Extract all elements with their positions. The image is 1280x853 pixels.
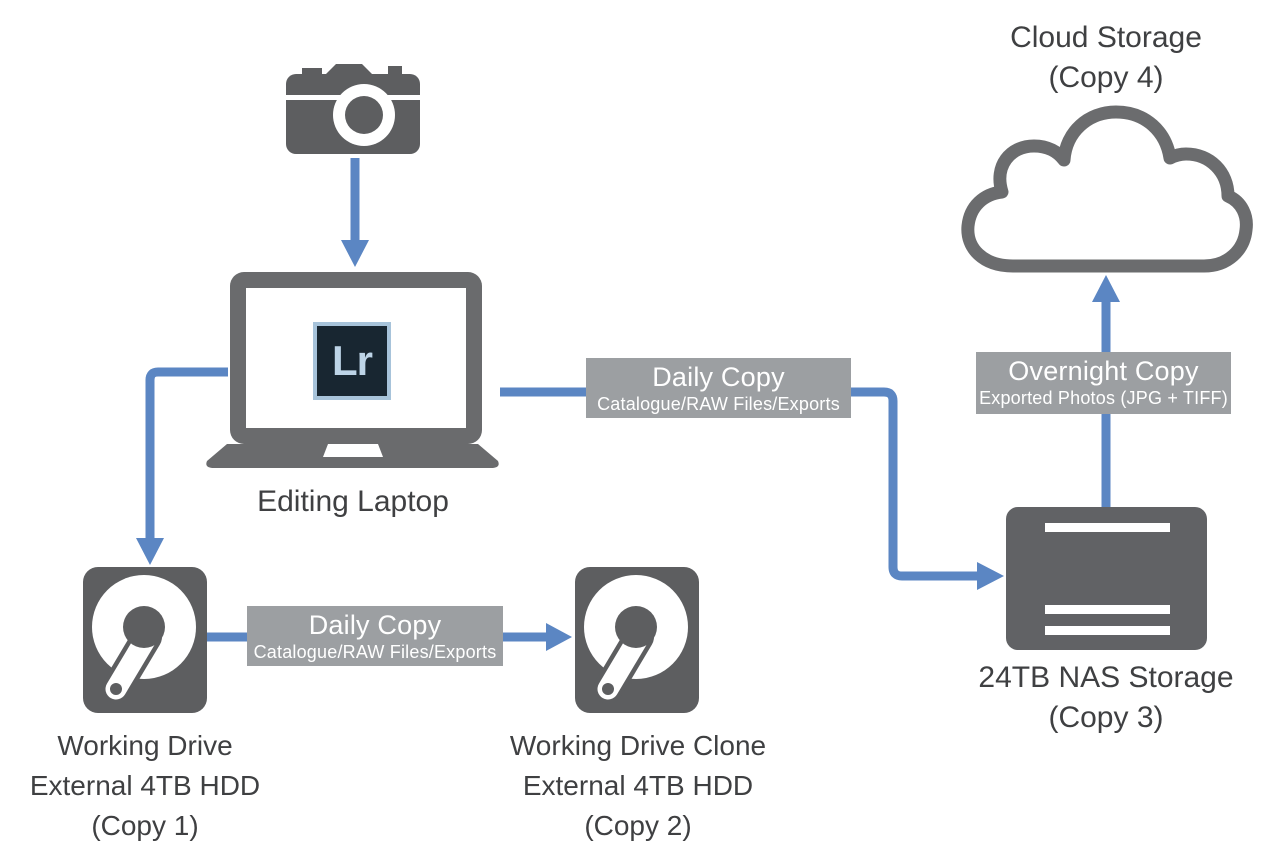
working-drive-clone-caption-line2: External 4TB HDD bbox=[522, 770, 754, 801]
lightroom-icon: Lr bbox=[313, 322, 391, 400]
arrow-laptop-to-nas bbox=[500, 387, 1004, 590]
working-drive-clone-caption-line3: (Copy 2) bbox=[584, 810, 692, 841]
edge-label-laptop-to-nas: Daily Copy Catalogue/RAW Files/Exports bbox=[586, 358, 851, 418]
nas-caption-line2: (Copy 3) bbox=[1048, 701, 1164, 734]
edge-label-drive-to-clone-title: Daily Copy bbox=[308, 610, 442, 640]
arrow-camera-to-laptop bbox=[341, 158, 369, 267]
laptop-icon bbox=[206, 272, 499, 468]
edge-label-drive-to-clone-subtitle: Catalogue/RAW Files/Exports bbox=[253, 642, 497, 662]
camera-icon bbox=[286, 64, 420, 154]
edge-label-nas-to-cloud-title: Overnight Copy bbox=[1008, 356, 1199, 386]
laptop-caption-line: Editing Laptop bbox=[257, 485, 449, 518]
working-drive-caption-line3: (Copy 1) bbox=[91, 810, 199, 841]
edge-label-drive-to-clone: Daily Copy Catalogue/RAW Files/Exports bbox=[247, 606, 503, 666]
working-drive-clone-caption-line1: Working Drive Clone bbox=[509, 730, 767, 761]
edge-label-laptop-to-nas-subtitle: Catalogue/RAW Files/Exports bbox=[597, 394, 840, 414]
cloud-caption-line2: (Copy 4) bbox=[1048, 61, 1164, 94]
edge-label-nas-to-cloud: Overnight Copy Exported Photos (JPG + TI… bbox=[976, 352, 1231, 414]
nas-icon bbox=[1006, 507, 1207, 650]
cloud-icon bbox=[961, 105, 1253, 273]
nas-caption-line1: 24TB NAS Storage bbox=[978, 661, 1234, 694]
edge-label-laptop-to-nas-title: Daily Copy bbox=[652, 362, 785, 392]
working-drive-caption: Working Drive External 4TB HDD (Copy 1) bbox=[4, 726, 286, 846]
arrow-laptop-to-working-drive bbox=[136, 367, 228, 565]
working-drive-caption-line2: External 4TB HDD bbox=[29, 770, 261, 801]
nas-caption: 24TB NAS Storage (Copy 3) bbox=[956, 658, 1256, 738]
hdd-icon-working-drive bbox=[83, 567, 207, 713]
working-drive-clone-caption: Working Drive Clone External 4TB HDD (Co… bbox=[497, 726, 779, 846]
working-drive-caption-line1: Working Drive bbox=[57, 730, 233, 761]
laptop-caption: Editing Laptop bbox=[203, 482, 503, 522]
hdd-icon-working-drive-clone bbox=[575, 567, 699, 713]
edge-label-nas-to-cloud-subtitle: Exported Photos (JPG + TIFF) bbox=[979, 388, 1228, 408]
cloud-caption-line1: Cloud Storage bbox=[1010, 21, 1202, 54]
cloud-caption: Cloud Storage (Copy 4) bbox=[955, 18, 1257, 98]
